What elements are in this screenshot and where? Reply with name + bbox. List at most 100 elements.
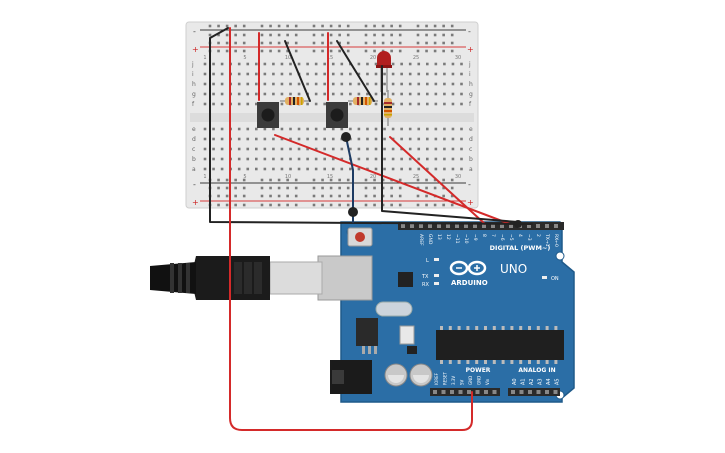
breadboard-hole (442, 49, 445, 53)
breadboard-hole (338, 41, 341, 45)
chip-pin (475, 326, 479, 330)
breadboard-hole (203, 127, 207, 131)
breadboard-hole (331, 167, 335, 171)
analog-label: ANALOG IN (518, 367, 555, 374)
svg-text:5: 5 (243, 55, 246, 61)
svg-text:j: j (468, 61, 471, 68)
breadboard-hole (286, 24, 289, 28)
header-pin (450, 390, 454, 394)
analog-pin-label: A3 (538, 378, 544, 385)
digital-pin-label: RX←0 (553, 234, 559, 247)
breadboard-hole (443, 82, 446, 86)
breadboard-hole (220, 102, 224, 106)
svg-text:c: c (192, 146, 195, 153)
breadboard-hole (237, 167, 241, 171)
wire-black-rail-to-resistor2[interactable] (336, 40, 375, 102)
breadboard-hole (294, 49, 298, 53)
on-label: ON (551, 276, 559, 282)
breadboard-hole (433, 41, 437, 45)
breadboard-hole (297, 127, 301, 131)
breadboard-hole (434, 157, 438, 161)
breadboard-hole (289, 167, 292, 171)
wire-black-rail-to-resistor1[interactable] (284, 40, 311, 102)
wire-red-button1-to-pin[interactable] (274, 134, 511, 225)
breadboard-hole (349, 72, 352, 76)
breadboard-hole (381, 49, 385, 53)
svg-text:25: 25 (413, 174, 419, 180)
svg-text:10: 10 (285, 55, 291, 61)
row-letters-top-right: j i h g f (468, 61, 473, 108)
header-pin (511, 390, 515, 394)
usb-cable[interactable] (150, 255, 373, 301)
breadboard-hole (323, 92, 326, 96)
breadboard-hole (280, 167, 284, 171)
breadboard-hole (323, 167, 326, 171)
breadboard-hole (321, 33, 324, 37)
analog-pin-label: A0 (512, 378, 518, 385)
breadboard-hole (263, 92, 267, 96)
breadboard-hole (349, 167, 352, 171)
breadboard-hole (383, 127, 386, 131)
header-pin (428, 224, 432, 228)
breadboard-hole (398, 194, 402, 198)
breadboard-hole (391, 167, 395, 171)
breadboard-hole (364, 49, 368, 53)
breadboard-hole (203, 102, 207, 106)
resistor-1[interactable] (280, 97, 310, 105)
breadboard-hole (425, 194, 428, 198)
breadboard-hole (357, 157, 361, 161)
breadboard-hole (280, 102, 284, 106)
svg-text:a: a (192, 166, 196, 173)
breadboard-hole (460, 147, 463, 151)
header-pin (536, 390, 541, 394)
wire-red-5v-loop[interactable] (229, 27, 473, 431)
breadboard-hole (220, 92, 224, 96)
wire-black-ground-left[interactable] (209, 27, 533, 225)
breadboard-hole (286, 203, 289, 207)
breadboard-hole (433, 33, 437, 37)
header-pin (401, 224, 405, 228)
usb-plug-grip (178, 263, 182, 293)
pushbutton-2[interactable] (326, 102, 348, 128)
pushbutton-1[interactable] (257, 102, 279, 128)
breadboard-hole (286, 41, 289, 45)
breadboard-hole (338, 49, 341, 53)
breadboard-hole (323, 137, 326, 141)
breadboard-hole (272, 157, 275, 161)
chip-pin (492, 326, 496, 330)
breadboard-hole (255, 147, 258, 151)
svg-text:j: j (191, 61, 194, 68)
breadboard-hole (277, 178, 281, 182)
breadboard-hole (234, 194, 237, 198)
breadboard-hole (280, 72, 284, 76)
breadboard-hole (331, 157, 335, 161)
resistor-3[interactable] (384, 90, 392, 126)
breadboard-hole (289, 92, 292, 96)
svg-text:a: a (469, 166, 473, 173)
digital-pin-label: AREF (418, 234, 424, 246)
breadboard-hole (450, 49, 454, 53)
breadboard-hole (433, 186, 437, 190)
breadboard-hole (408, 62, 412, 66)
breadboard-hole (323, 147, 326, 151)
breadboard-hole (416, 41, 420, 45)
breadboard-hole (246, 137, 250, 141)
breadboard-hole (425, 178, 428, 182)
svg-text:15: 15 (327, 174, 333, 180)
header-pin (419, 224, 423, 228)
header-pin (458, 390, 463, 394)
breadboard-hole (255, 72, 258, 76)
wire-black-led-to-pin[interactable] (381, 65, 519, 223)
breadboard-hole (460, 72, 463, 76)
digital-pin-label: 7 (490, 234, 496, 237)
breadboard-hole (286, 33, 289, 37)
breadboard-hole (433, 203, 437, 207)
breadboard-hole (220, 157, 224, 161)
breadboard-hole (255, 62, 258, 66)
breadboard-hole (373, 194, 376, 198)
breadboard-hole (212, 92, 215, 96)
breadboard-hole (289, 147, 292, 151)
wire-red-button2-to-pin[interactable] (389, 136, 486, 225)
breadboard-hole (312, 203, 316, 207)
breadboard-hole (212, 127, 215, 131)
